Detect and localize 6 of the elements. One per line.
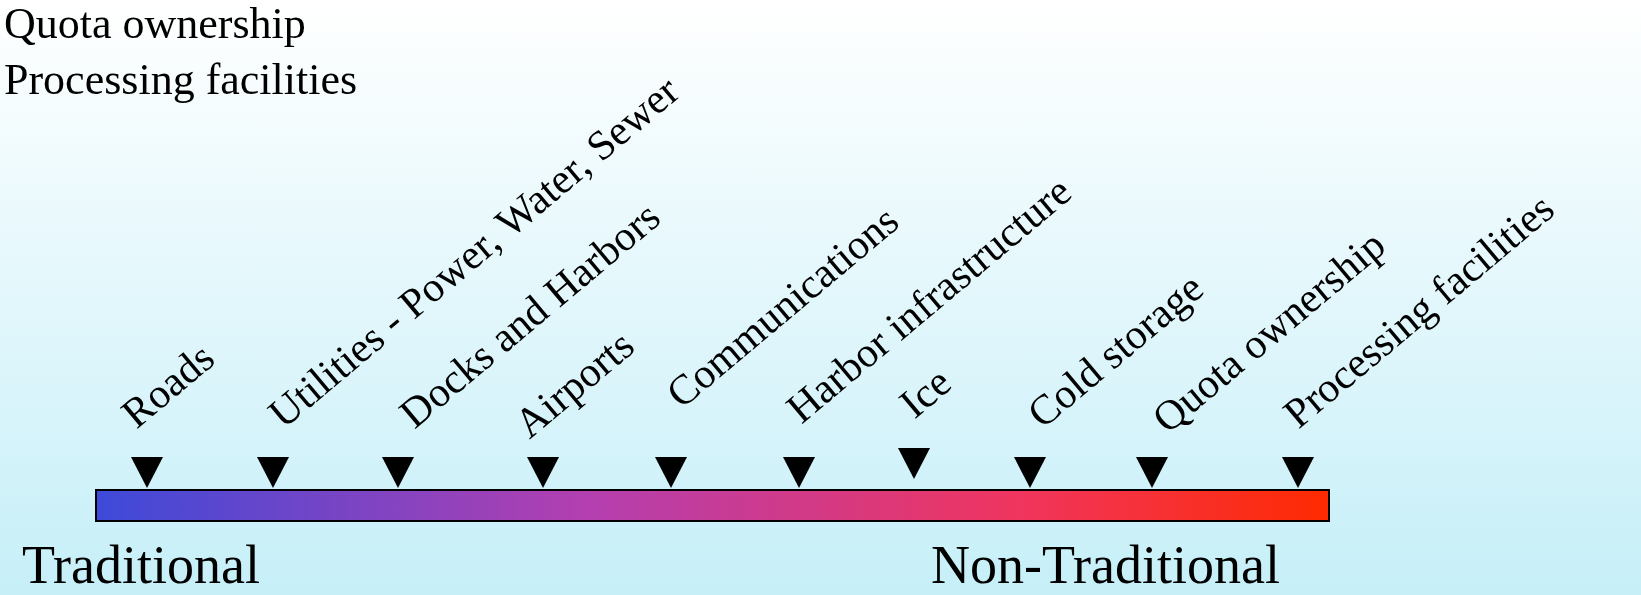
note-text: Quota ownership (4, 2, 306, 46)
item-label: Ice (892, 359, 959, 425)
gradient-bar (95, 489, 1330, 522)
scale-end-label: Traditional (22, 538, 261, 592)
note-text: Processing facilities (4, 58, 358, 102)
scale-end-label: Non-Traditional (931, 538, 1280, 592)
